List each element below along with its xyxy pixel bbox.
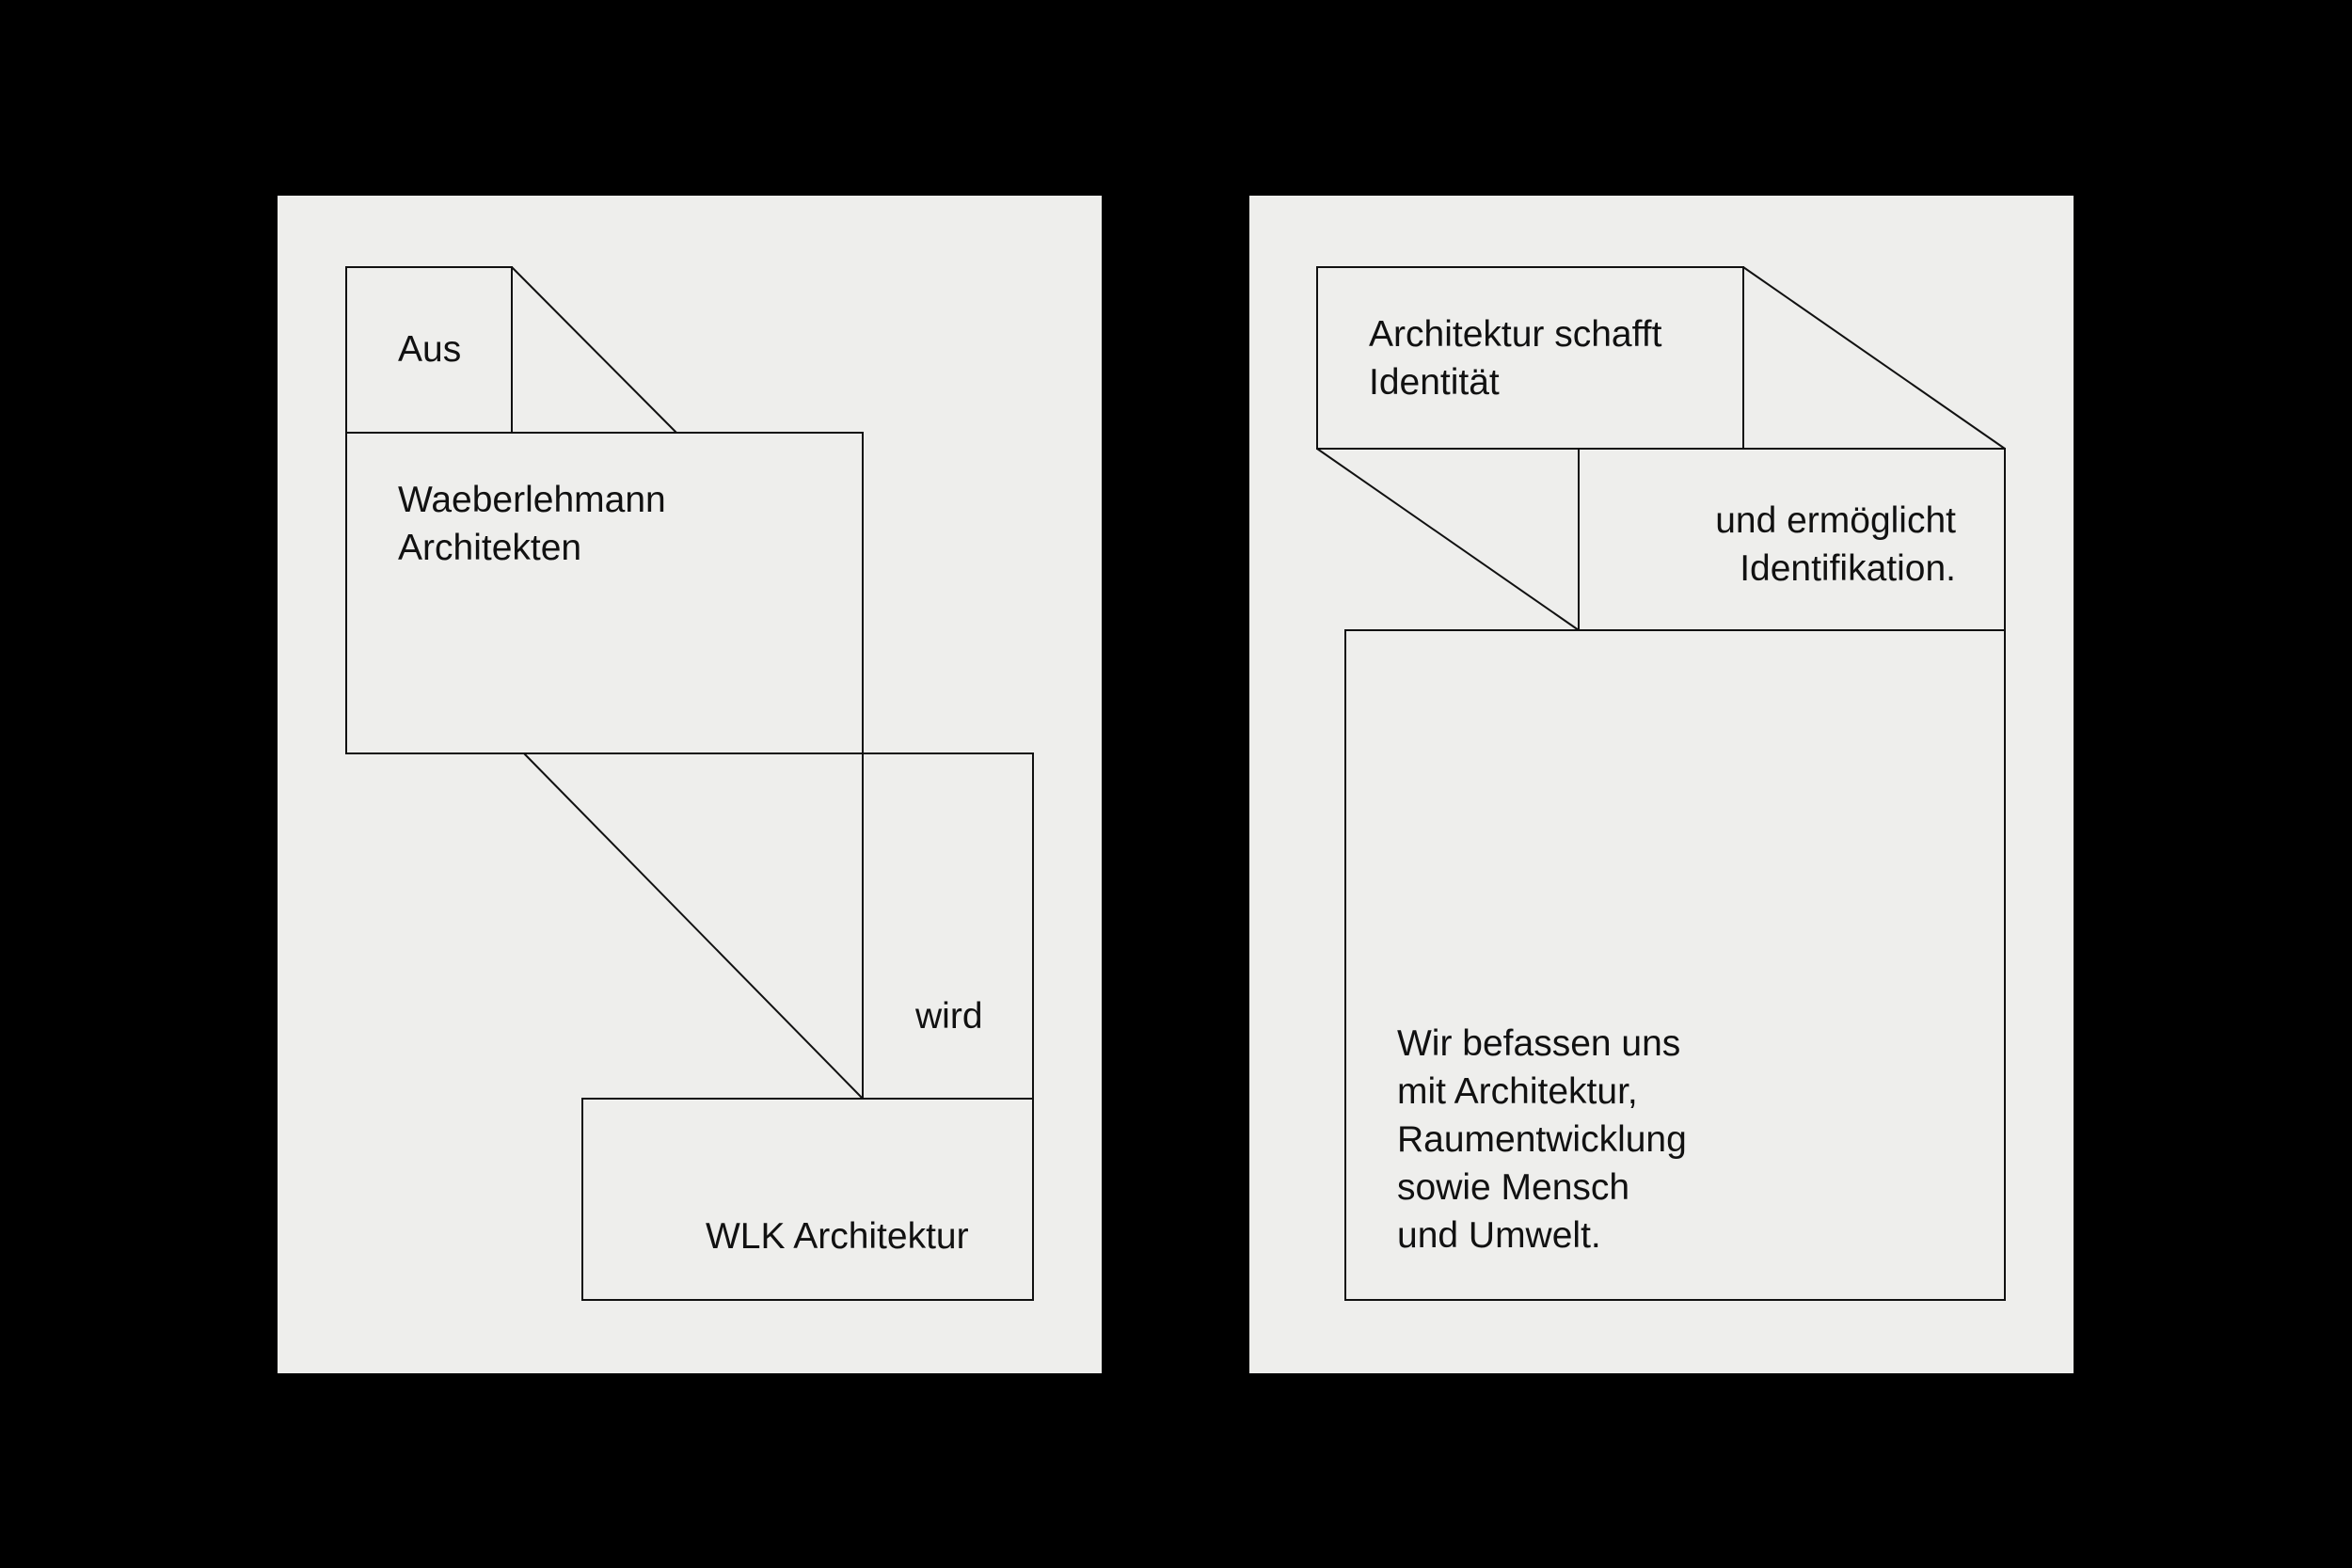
right-card: Architektur schafft Identität und ermögl…	[1249, 196, 2074, 1373]
body-text: Wir befassen uns mit Architektur, Raumen…	[1397, 1023, 1687, 1256]
aus-text: Aus	[398, 329, 462, 370]
firm-name-text: Waeberlehmann Architekten	[398, 480, 666, 568]
wird-text: wird	[915, 996, 983, 1037]
right-card-line-art	[1316, 266, 2006, 1301]
wird-box	[863, 752, 1034, 1099]
headline-text: Architektur schafft Identität	[1369, 314, 1662, 403]
fold-line-top-right	[1742, 266, 2006, 450]
fold-line-diagonal	[523, 752, 864, 1100]
fold-line-left	[1316, 448, 1580, 631]
body-box	[1344, 629, 2006, 1301]
headline-box	[1316, 266, 1744, 450]
firm-name-box	[345, 432, 864, 754]
subline-text: und ermöglicht Identifikation.	[1715, 500, 1956, 589]
new-name-text: WLK Architektur	[706, 1216, 969, 1257]
left-card: Aus Waeberlehmann Architekten wird WLK A…	[278, 196, 1102, 1373]
fold-line-top	[511, 266, 677, 434]
new-name-box	[581, 1098, 1034, 1301]
left-card-line-art	[345, 266, 1034, 1301]
